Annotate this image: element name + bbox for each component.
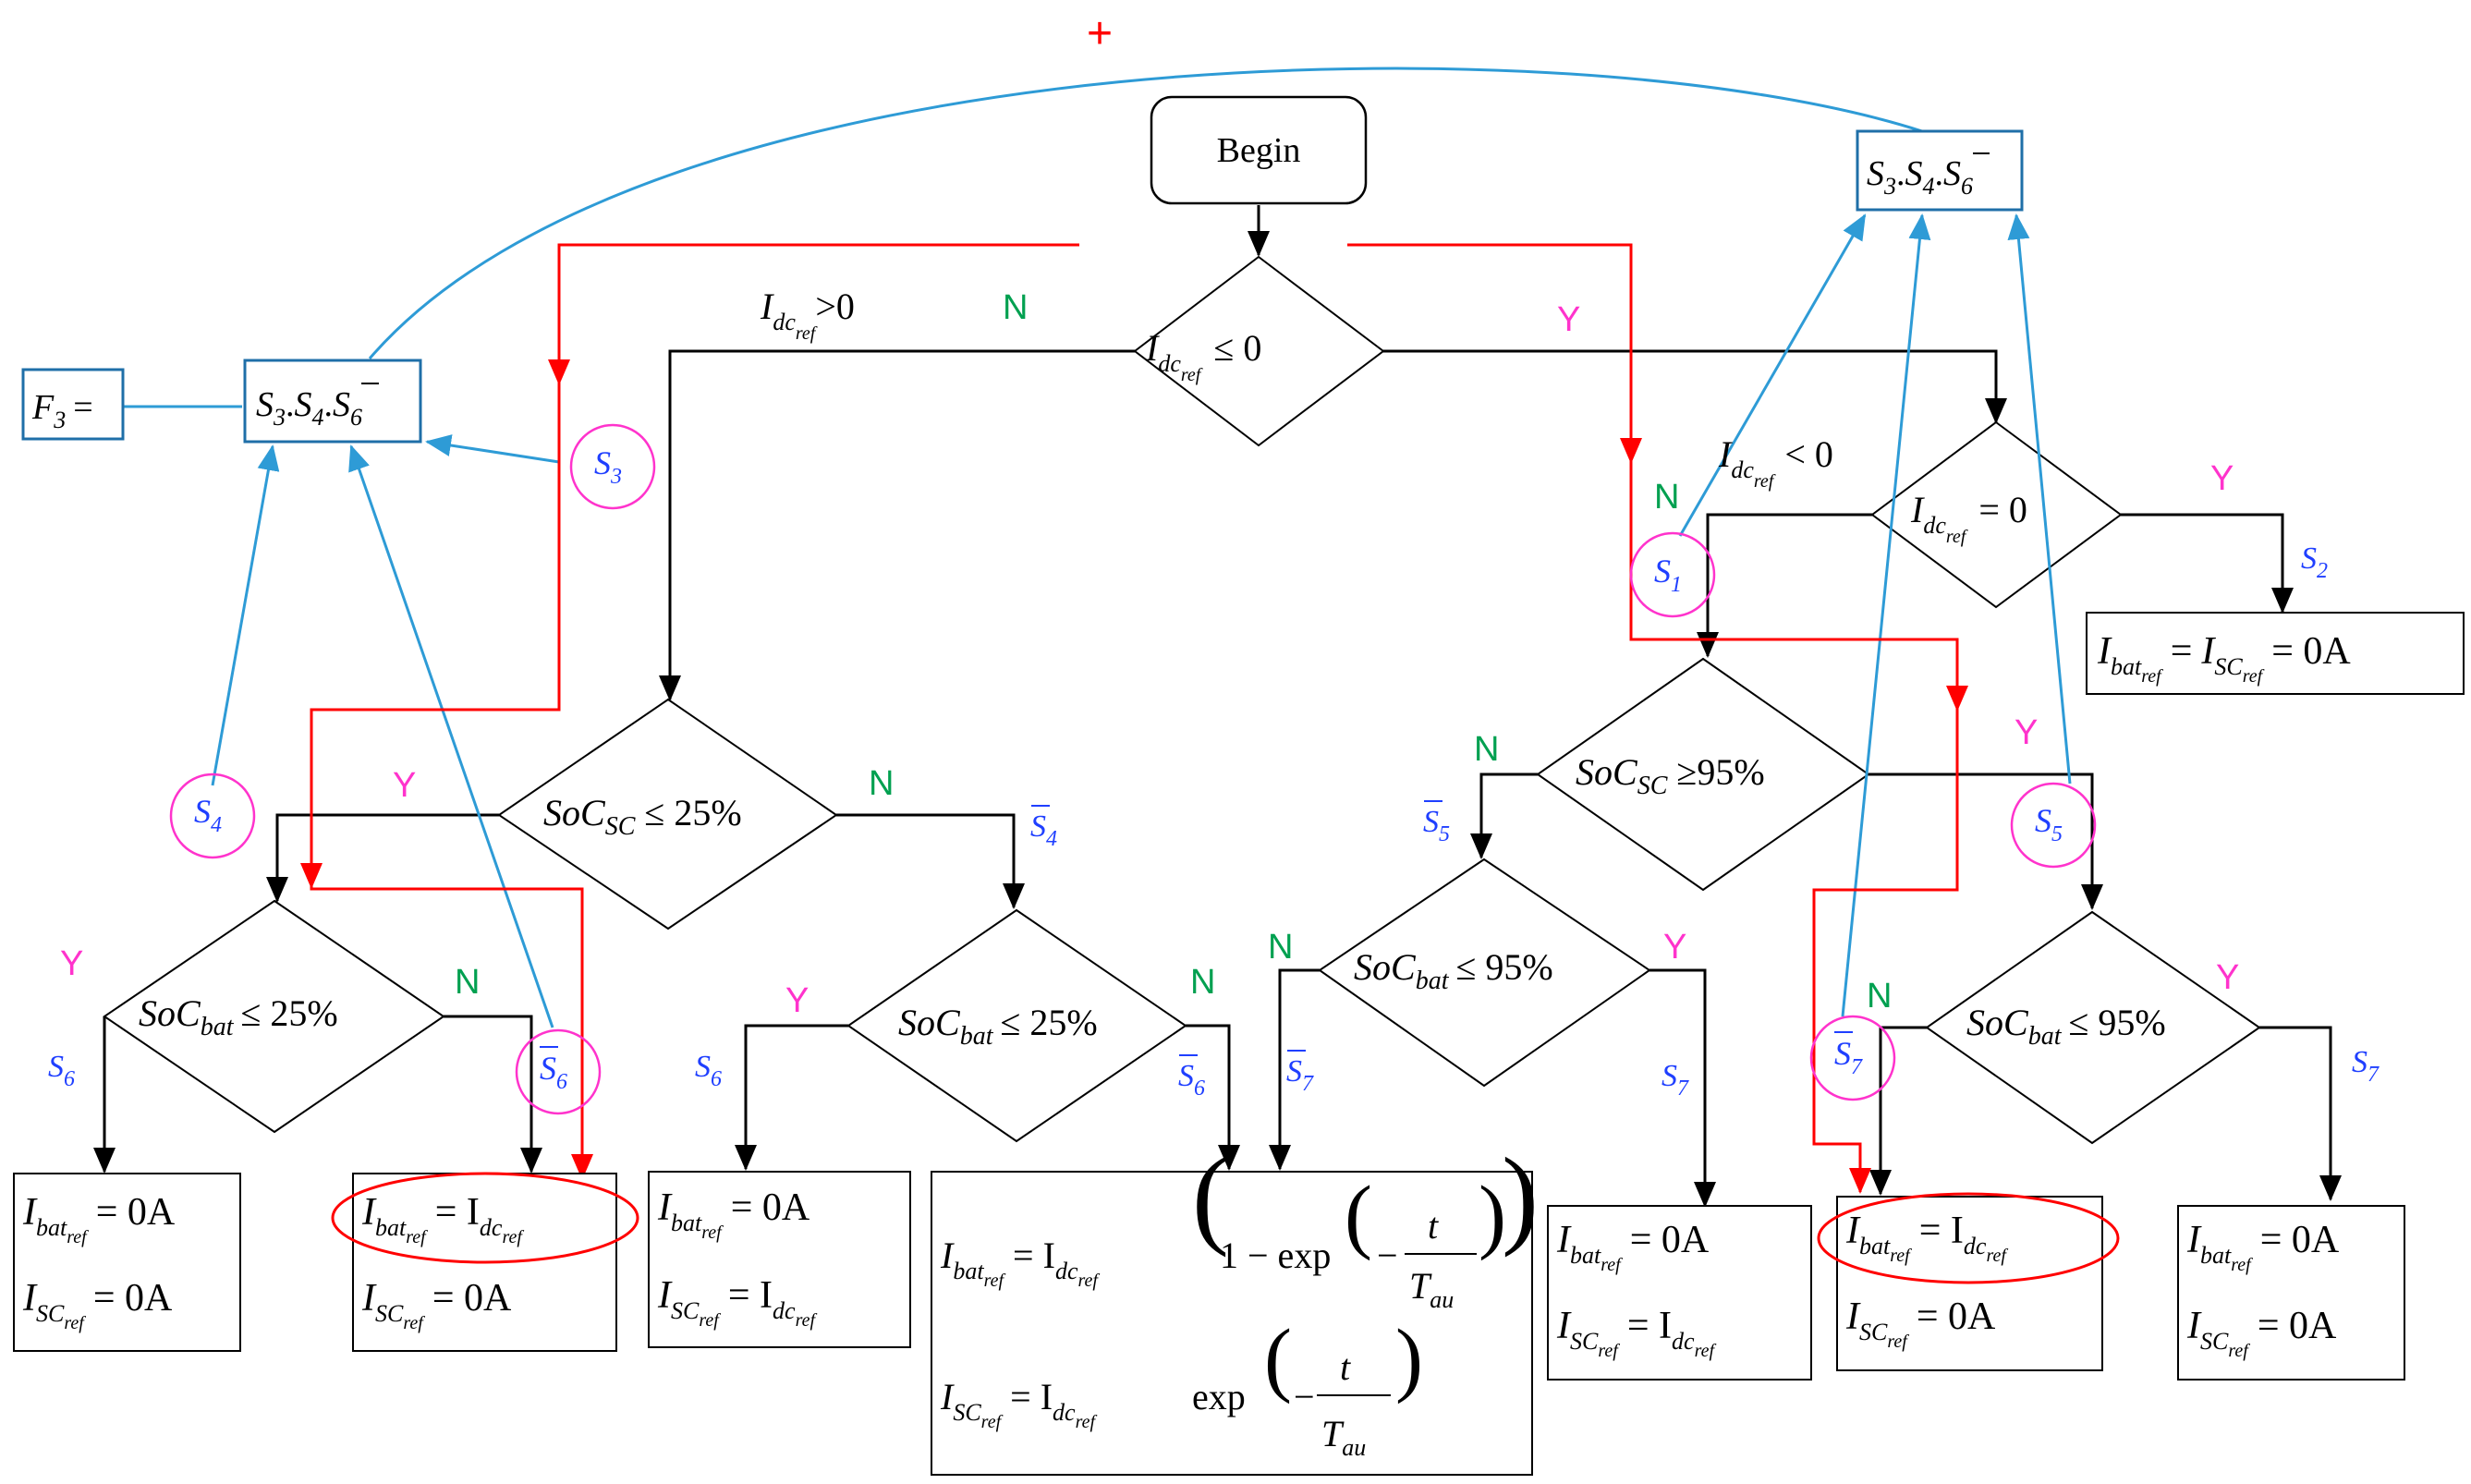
svg-text:S3.S4.S6: S3.S4.S6 xyxy=(256,385,362,431)
svg-text:): ) xyxy=(1395,1313,1423,1405)
label-y-mid-bat: Y xyxy=(785,981,809,1020)
result-box-mid-1 xyxy=(648,1171,911,1348)
label-n-center-bat: N xyxy=(1268,928,1293,967)
svg-text:S6: S6 xyxy=(1178,1059,1205,1101)
svg-text:exp: exp xyxy=(1192,1376,1246,1417)
decision-socsc-le25 xyxy=(497,698,838,931)
svg-text:−: − xyxy=(1377,1235,1398,1276)
svg-text:S6: S6 xyxy=(695,1050,722,1091)
svg-text:S5: S5 xyxy=(1423,805,1450,846)
decision-diamonds xyxy=(103,255,2261,1145)
svg-text:Tau: Tau xyxy=(1321,1413,1366,1461)
plus-sign: + xyxy=(1087,9,1113,58)
svg-text:S6: S6 xyxy=(48,1050,75,1091)
label-n-socsc25: N xyxy=(869,764,894,803)
svg-text:t: t xyxy=(1428,1205,1439,1247)
circle-s6bar-left xyxy=(515,1028,602,1115)
highlight-left xyxy=(331,1172,639,1264)
svg-text:(: ( xyxy=(1345,1170,1372,1261)
highlight-right xyxy=(1817,1192,2120,1284)
circle-s7bar-right xyxy=(1809,1015,1896,1101)
label-y-socsc95: Y xyxy=(2015,713,2038,752)
label-y-socsc25: Y xyxy=(393,766,416,805)
red-lines xyxy=(300,243,1968,1194)
f3-eq: = xyxy=(73,388,92,427)
blue-lines xyxy=(123,67,2072,1028)
black-flow-lines xyxy=(93,205,2342,1208)
svg-text:S3: S3 xyxy=(594,444,622,489)
decision-socbat-le95-right xyxy=(1925,910,2261,1145)
svg-text:S3.S4.S6: S3.S4.S6 xyxy=(1867,154,1973,200)
svg-text:Tau: Tau xyxy=(1409,1265,1454,1313)
decision-socbat-le25-left xyxy=(103,899,445,1134)
svg-text:S7: S7 xyxy=(1834,1035,1863,1079)
svg-text:S1: S1 xyxy=(1654,553,1682,597)
svg-text:Idcref>0: Idcref>0 xyxy=(760,286,855,344)
f3-sub: 3 xyxy=(53,407,66,433)
result-box-left-1 xyxy=(13,1173,241,1352)
result-box-right-2 xyxy=(2177,1205,2405,1381)
label-n-left-bat: N xyxy=(455,963,480,1002)
svg-text:(: ( xyxy=(1192,1135,1229,1258)
svg-text:S4: S4 xyxy=(194,793,222,837)
label-y-left-bat: Y xyxy=(60,944,83,983)
label-y-top: Y xyxy=(1557,300,1580,339)
circle-s3 xyxy=(569,423,656,510)
svg-text:(: ( xyxy=(1264,1313,1292,1405)
circle-s1 xyxy=(1629,531,1716,618)
decision-socsc-ge95 xyxy=(1536,657,1870,892)
label-n-mid-bat: N xyxy=(1190,963,1215,1002)
label-n-socsc95: N xyxy=(1474,730,1499,769)
svg-text:S6: S6 xyxy=(540,1050,567,1094)
begin-box xyxy=(1150,95,1368,205)
svg-text:1 − exp: 1 − exp xyxy=(1220,1235,1331,1276)
svg-text:S7: S7 xyxy=(1286,1054,1314,1096)
label-n-right-bat: N xyxy=(1867,977,1892,1016)
svg-text:S4: S4 xyxy=(1030,809,1057,851)
circle-s4 xyxy=(169,772,256,859)
decision-idc-eq0 xyxy=(1870,420,2123,609)
s3s4s6-box-left xyxy=(243,359,422,444)
svg-text:F3=: F3 = xyxy=(31,388,93,433)
svg-text:S2: S2 xyxy=(2301,541,2328,583)
svg-text:−: − xyxy=(1294,1376,1315,1417)
svg-text:): ) xyxy=(1479,1170,1506,1261)
begin-label: Begin xyxy=(1217,131,1301,170)
svg-text:t: t xyxy=(1340,1346,1351,1388)
label-y-right-bat: Y xyxy=(2216,958,2239,997)
s3s4s6-box-right xyxy=(1856,129,2024,212)
result-box-center-right xyxy=(1547,1205,1812,1381)
label-y-center-bat: Y xyxy=(1663,928,1686,967)
result-box-s2 xyxy=(2086,612,2465,695)
f3-box xyxy=(21,368,125,441)
f3-label: F xyxy=(31,388,55,427)
label-n-idc0: N xyxy=(1654,478,1679,517)
decision-socbat-le95-center xyxy=(1318,858,1651,1088)
label-n-top: N xyxy=(1003,288,1028,327)
label-y-idc0: Y xyxy=(2210,459,2234,498)
decision-idc-le0 xyxy=(1133,255,1385,447)
svg-text:S5: S5 xyxy=(2035,802,2063,846)
svg-text:S7: S7 xyxy=(1662,1059,1689,1101)
result-box-tau xyxy=(931,1171,1533,1476)
decision-socbat-le25-mid xyxy=(846,908,1187,1143)
svg-text:S7: S7 xyxy=(2352,1045,2380,1087)
circle-s5 xyxy=(2010,782,2097,869)
switch-circles xyxy=(169,423,2097,1115)
svg-text:): ) xyxy=(1502,1135,1539,1258)
